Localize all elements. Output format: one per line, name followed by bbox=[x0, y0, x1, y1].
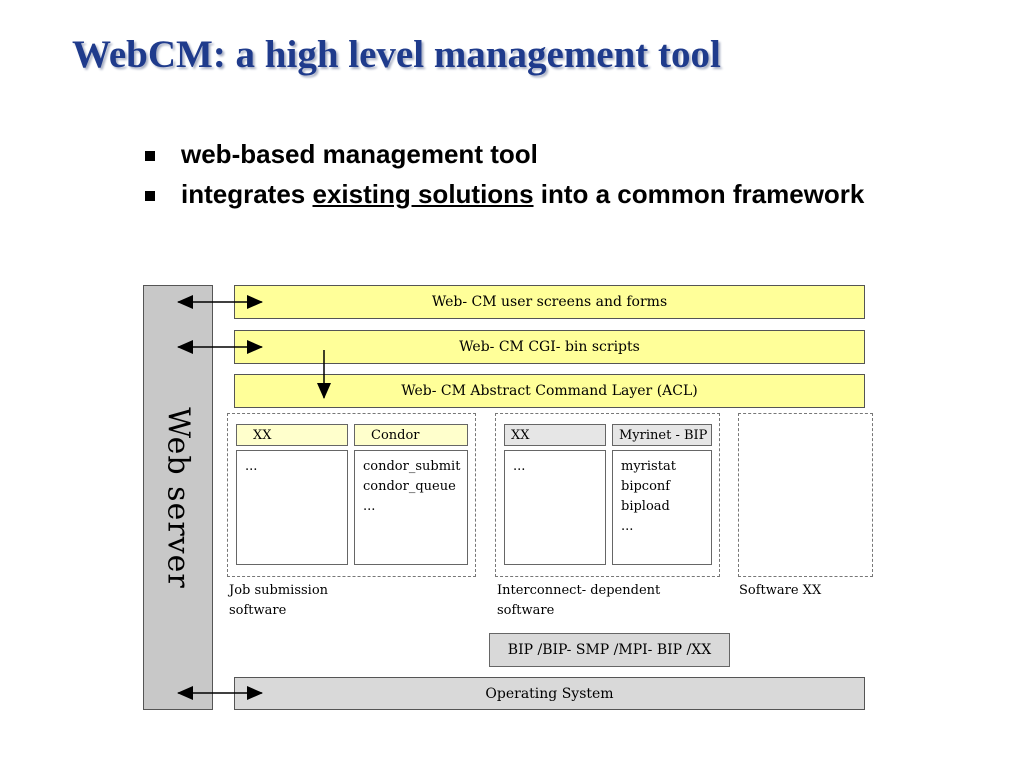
myrinet-bip-header: Myrinet - BIP bbox=[612, 424, 712, 446]
bullet-text-prefix: integrates bbox=[181, 179, 313, 209]
job-submission-caption: Job submission software bbox=[229, 581, 328, 621]
existing-solutions-emphasis: existing solutions bbox=[312, 179, 534, 209]
bip-layer-label: BIP /BIP- SMP /MPI- BIP /XX bbox=[507, 642, 712, 658]
user-screens-label: Web- CM user screens and forms bbox=[431, 294, 668, 310]
interconnect-caption: Interconnect- dependent software bbox=[497, 581, 660, 621]
software-xx-group bbox=[738, 413, 873, 577]
condor-header: Condor bbox=[354, 424, 468, 446]
job-col1-item: ... bbox=[245, 459, 258, 474]
condor-queue-text: condor_queue bbox=[363, 479, 456, 494]
slide-title: WebCM: a high level management tool bbox=[72, 33, 721, 76]
bipconf-text: bipconf bbox=[621, 479, 671, 494]
bipload-text: bipload bbox=[621, 499, 670, 514]
software-xx-caption: Software XX bbox=[739, 583, 822, 598]
square-bullet-icon bbox=[145, 151, 155, 161]
acl-label: Web- CM Abstract Command Layer (ACL) bbox=[401, 383, 698, 399]
user-screens-layer: Web- CM user screens and forms bbox=[234, 285, 865, 319]
caption-line: Job submission bbox=[229, 583, 329, 598]
job-col1-box: ... bbox=[236, 450, 348, 565]
operating-system-layer: Operating System bbox=[234, 677, 865, 710]
bip-layer: BIP /BIP- SMP /MPI- BIP /XX bbox=[489, 633, 730, 667]
operating-system-label: Operating System bbox=[485, 685, 614, 702]
condor-submit-text: condor_submit bbox=[363, 459, 461, 474]
cgi-scripts-layer: Web- CM CGI- bin scripts bbox=[234, 330, 865, 364]
bullet-item: integrates existing solutions into a com… bbox=[145, 178, 865, 211]
web-server-block: Web server bbox=[143, 285, 213, 710]
bullet-item: web-based management tool bbox=[145, 138, 865, 171]
interconnect-col1-header: XX bbox=[504, 424, 606, 446]
condor-command-box: condor_submit condor_queue ... bbox=[354, 450, 468, 565]
interconnect-col1-box: ... bbox=[504, 450, 606, 565]
square-bullet-icon bbox=[145, 191, 155, 201]
caption-line: software bbox=[497, 603, 555, 618]
caption-line: Interconnect- dependent bbox=[497, 583, 661, 598]
condor-more-text: ... bbox=[363, 499, 376, 514]
bullet-list: web-based management tool integrates exi… bbox=[145, 138, 865, 218]
caption-line: software bbox=[229, 603, 287, 618]
acl-layer: Web- CM Abstract Command Layer (ACL) bbox=[234, 374, 865, 408]
myristat-text: myristat bbox=[621, 459, 676, 474]
myrinet-more-text: ... bbox=[621, 519, 634, 534]
myrinet-command-box: myristat bipconf bipload ... bbox=[612, 450, 712, 565]
cgi-scripts-label: Web- CM CGI- bin scripts bbox=[459, 339, 640, 355]
bullet-text-suffix: into a common framework bbox=[533, 179, 865, 209]
bullet-text: web-based management tool bbox=[181, 139, 538, 169]
job-col1-header: XX bbox=[236, 424, 348, 446]
interconnect-col1-item: ... bbox=[513, 459, 526, 474]
